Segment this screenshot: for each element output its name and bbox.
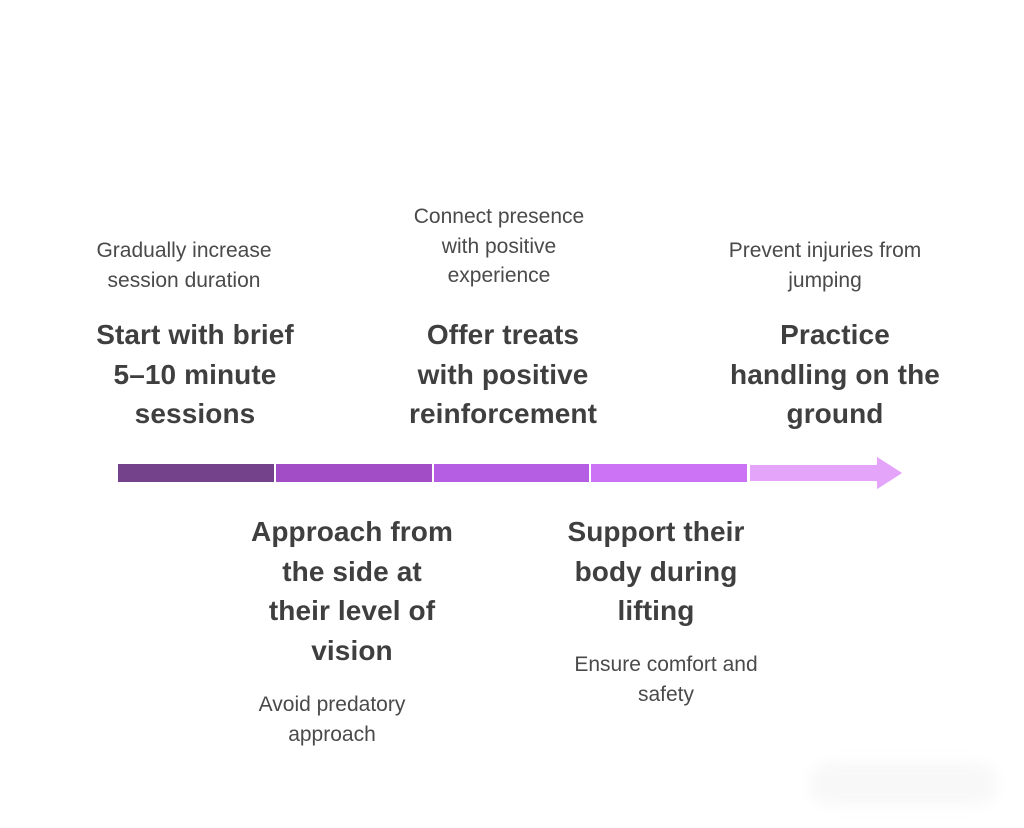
step-1-description: Gradually increase session duration bbox=[96, 239, 272, 292]
timeline-segment-2 bbox=[276, 464, 432, 482]
step-1-title: Start with brief 5–10 minute sessions bbox=[96, 319, 294, 429]
timeline-segment-4 bbox=[591, 464, 747, 482]
step-2-title: Approach from the side at their level of… bbox=[251, 516, 453, 666]
timeline-segment-1 bbox=[118, 464, 274, 482]
step-3-title: Offer treats with positive reinforcement bbox=[408, 319, 598, 429]
step-2-description: Avoid predatory approach bbox=[258, 693, 406, 746]
step-3-description: Connect presence with positive experienc… bbox=[413, 205, 585, 287]
step-4-description: Ensure comfort and safety bbox=[574, 653, 758, 706]
step-4-title: Support their body during lifting bbox=[567, 516, 745, 626]
timeline-segment-5 bbox=[748, 454, 905, 492]
timeline-segment-3 bbox=[434, 464, 589, 482]
watermark bbox=[808, 762, 998, 806]
step-5-description: Prevent injuries from jumping bbox=[728, 239, 922, 292]
step-5-title: Practice handling on the ground bbox=[730, 319, 940, 429]
